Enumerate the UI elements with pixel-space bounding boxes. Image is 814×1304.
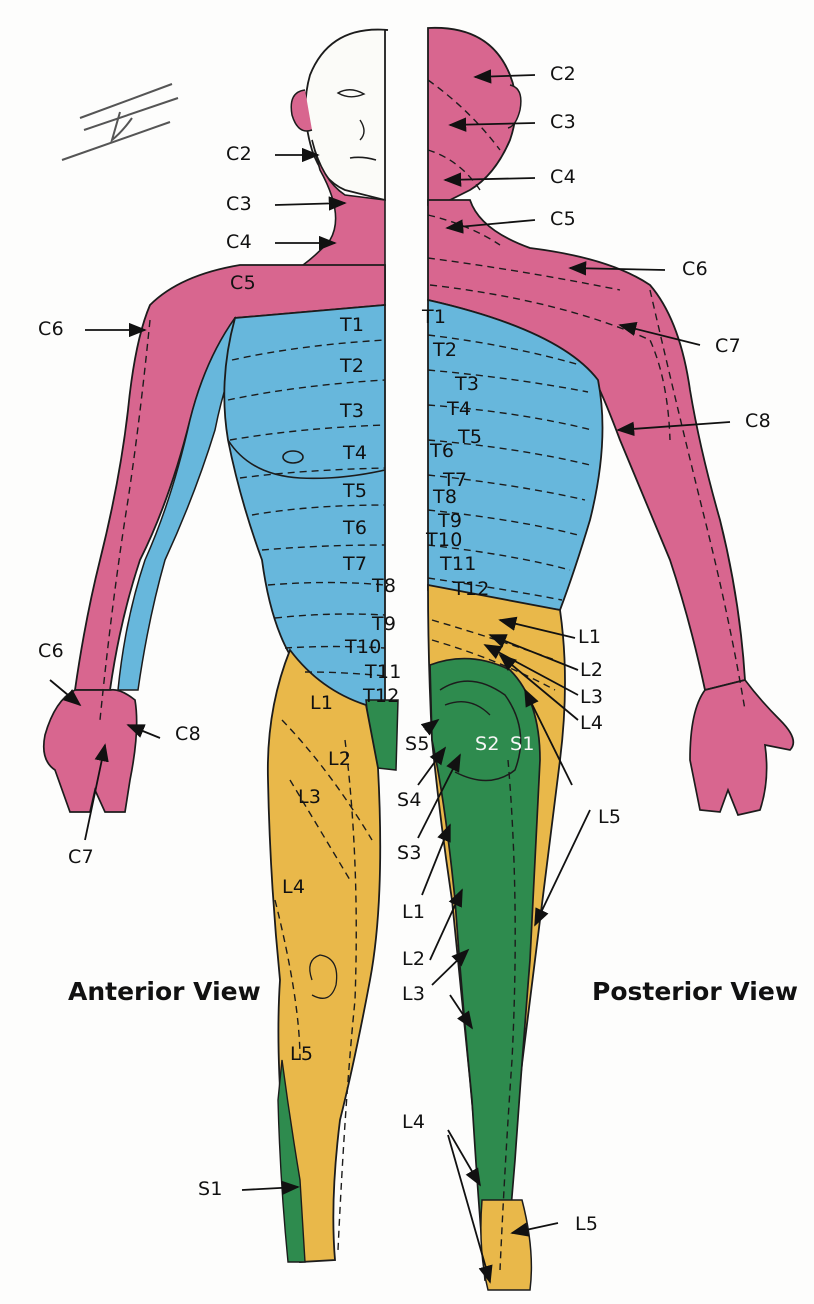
label-anterior-t1: T1 bbox=[340, 314, 365, 336]
label-anterior-t3: T3 bbox=[340, 400, 365, 422]
label-posterior-l4: L4 bbox=[580, 712, 604, 734]
label-posterior-t10: T10 bbox=[426, 529, 463, 551]
anterior-hand bbox=[42, 688, 138, 813]
label-anterior-t12: T12 bbox=[363, 685, 400, 707]
label-anterior-t7: T7 bbox=[343, 553, 368, 575]
label-anterior-t10: T10 bbox=[345, 636, 382, 658]
label-anterior-c4: C4 bbox=[226, 231, 252, 253]
label-posterior-l2: L2 bbox=[580, 659, 604, 681]
anterior-leg-sacral bbox=[277, 1059, 306, 1263]
label-posterior-t4: T4 bbox=[447, 398, 472, 420]
label-posterior-c7: C7 bbox=[715, 335, 741, 357]
label-anterior-l1: L1 bbox=[310, 692, 334, 714]
posterior-hand bbox=[689, 679, 795, 816]
label-posterior-t12: T12 bbox=[453, 578, 490, 600]
label-posterior-l3-leg: L3 bbox=[402, 983, 426, 1005]
label-posterior-l1-leg: L1 bbox=[402, 901, 426, 923]
label-posterior-t9: T9 bbox=[438, 510, 463, 532]
label-posterior-l5-foot: L5 bbox=[575, 1213, 599, 1235]
label-posterior-s4: S4 bbox=[397, 789, 422, 811]
anterior-ear bbox=[290, 89, 313, 132]
label-posterior-l5: L5 bbox=[598, 806, 622, 828]
label-anterior-t6: T6 bbox=[343, 517, 368, 539]
artist-signature bbox=[61, 83, 179, 161]
label-anterior-l2: L2 bbox=[328, 748, 352, 770]
label-posterior-l2-leg: L2 bbox=[402, 948, 426, 970]
label-posterior-l1: L1 bbox=[578, 626, 602, 648]
label-posterior-t5: T5 bbox=[458, 426, 483, 448]
label-anterior-s1: S1 bbox=[198, 1178, 223, 1200]
label-anterior-c8-hand: C8 bbox=[175, 723, 201, 745]
label-posterior-t11: T11 bbox=[440, 553, 477, 575]
label-posterior-t8: T8 bbox=[433, 486, 458, 508]
label-posterior-c6: C6 bbox=[682, 258, 708, 280]
label-posterior-s5: S5 bbox=[405, 733, 430, 755]
label-posterior-c3: C3 bbox=[550, 111, 576, 133]
label-anterior-c2: C2 bbox=[226, 143, 252, 165]
label-anterior-c6: C6 bbox=[38, 318, 64, 340]
label-anterior-l4: L4 bbox=[282, 876, 306, 898]
label-anterior-t2: T2 bbox=[340, 355, 365, 377]
label-anterior-t11: T11 bbox=[365, 661, 402, 683]
anterior-head bbox=[304, 28, 389, 202]
label-posterior-t3: T3 bbox=[455, 373, 480, 395]
label-posterior-s3: S3 bbox=[397, 842, 422, 864]
anterior-view-title: Anterior View bbox=[68, 977, 261, 1006]
label-anterior-t4: T4 bbox=[343, 442, 368, 464]
label-posterior-c8: C8 bbox=[745, 410, 771, 432]
anterior-eye bbox=[336, 89, 366, 98]
label-anterior-l5: L5 bbox=[290, 1043, 314, 1065]
posterior-ear bbox=[507, 84, 522, 129]
label-posterior-t6: T6 bbox=[430, 440, 455, 462]
label-posterior-c4: C4 bbox=[550, 166, 576, 188]
anterior-figure bbox=[42, 28, 399, 1263]
label-posterior-t1: T1 bbox=[422, 306, 447, 328]
label-anterior-t8: T8 bbox=[372, 575, 397, 597]
posterior-back-thoracic bbox=[427, 298, 604, 611]
label-anterior-l3: L3 bbox=[298, 786, 322, 808]
label-posterior-l4-leg: L4 bbox=[402, 1111, 426, 1133]
label-posterior-s2: S2 bbox=[475, 733, 500, 755]
label-posterior-l3: L3 bbox=[580, 686, 604, 708]
label-posterior-c2: C2 bbox=[550, 63, 576, 85]
label-posterior-t2: T2 bbox=[433, 339, 458, 361]
label-anterior-t9: T9 bbox=[372, 613, 397, 635]
label-posterior-c5: C5 bbox=[550, 208, 576, 230]
posterior-figure bbox=[427, 26, 795, 1291]
label-arrows bbox=[49, 69, 731, 1284]
label-anterior-c3: C3 bbox=[226, 193, 252, 215]
label-posterior-s1: S1 bbox=[510, 733, 535, 755]
label-anterior-c6-hand: C6 bbox=[38, 640, 64, 662]
label-posterior-t7: T7 bbox=[443, 469, 468, 491]
posterior-view-title: Posterior View bbox=[592, 977, 798, 1006]
label-anterior-t5: T5 bbox=[343, 480, 368, 502]
label-anterior-c7-hand: C7 bbox=[68, 846, 94, 868]
label-anterior-c5: C5 bbox=[230, 272, 256, 294]
